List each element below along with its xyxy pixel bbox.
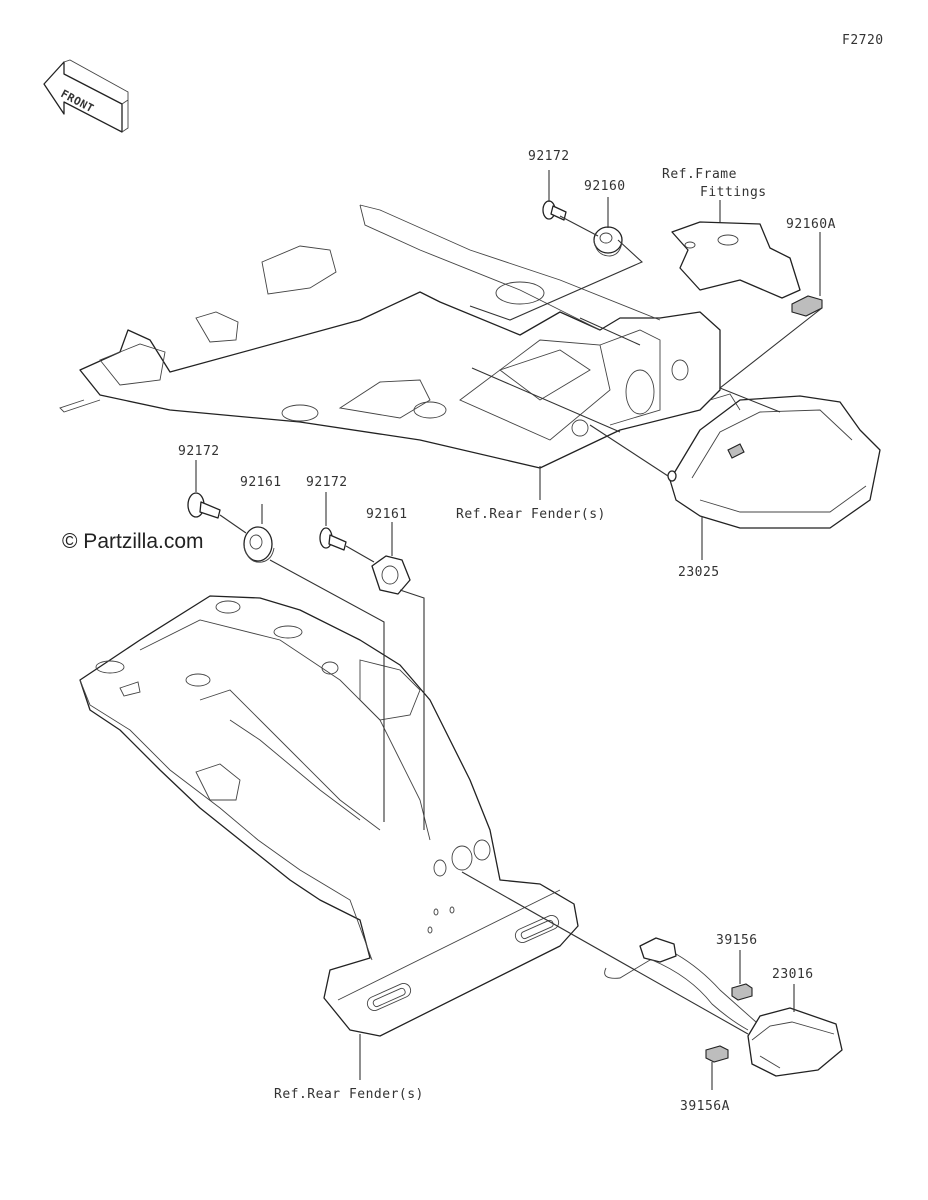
label-92161-left: 92161 — [240, 475, 282, 490]
label-92160: 92160 — [584, 179, 626, 194]
label-ref-rear-fender-bottom: Ref.Rear Fender(s) — [274, 1087, 424, 1102]
label-92172-mid: 92172 — [306, 475, 348, 490]
upper-rear-fender-part — [59, 204, 721, 469]
figure-code: F2720 — [842, 33, 884, 48]
label-92160A: 92160A — [786, 217, 836, 232]
label-ref-frame-line1: Ref.Frame — [662, 167, 737, 182]
license-lamp-23016-part — [604, 937, 843, 1077]
label-92172-top: 92172 — [528, 149, 570, 164]
damper-92160A-part — [791, 295, 823, 317]
label-23016: 23016 — [772, 967, 814, 982]
grommet-92161-left-part — [243, 526, 275, 563]
damper-39156-part — [731, 983, 753, 1001]
grommet-92160-part — [593, 226, 623, 257]
lower-rear-fender-part — [79, 595, 579, 1037]
grommet-92161-mid-part — [371, 555, 411, 595]
label-39156: 39156 — [716, 933, 758, 948]
watermark-copyright: © Partzilla.com — [62, 530, 204, 553]
label-ref-rear-fender-top: Ref.Rear Fender(s) — [456, 507, 606, 522]
damper-39156A-part — [705, 1045, 729, 1063]
screw-92172-mid-part — [319, 527, 347, 551]
label-39156A: 39156A — [680, 1099, 730, 1114]
leader-lines — [195, 170, 823, 1090]
tail-lamp-23025-part — [667, 393, 881, 529]
label-92161-mid: 92161 — [366, 507, 408, 522]
screw-92172-left-part — [187, 492, 221, 519]
frame-fitting-bracket-part — [671, 221, 801, 299]
label-23025: 23025 — [678, 565, 720, 580]
label-ref-frame-line2: Fittings — [700, 185, 767, 200]
label-92172-left: 92172 — [178, 444, 220, 459]
front-arrow-icon: FRONT — [43, 59, 129, 133]
